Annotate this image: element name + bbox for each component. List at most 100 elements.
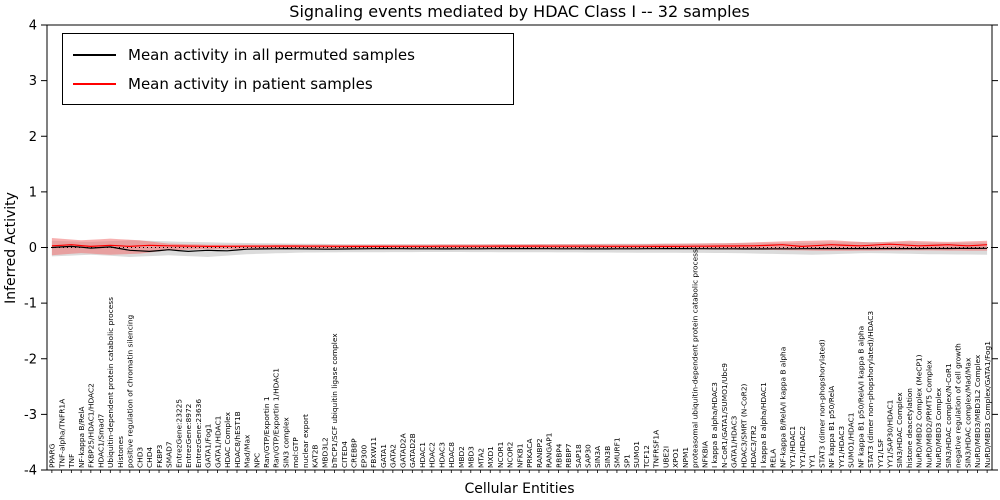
legend-label-permuted: Mean activity in all permuted samples bbox=[128, 45, 415, 64]
x-tick-label: FKBP25/HDAC1/HDAC2 bbox=[87, 383, 96, 468]
x-tick-label: GATA1/Fog1 bbox=[204, 423, 213, 468]
y-tick-label: -1 bbox=[24, 297, 37, 312]
patient-line-swatch bbox=[73, 82, 116, 85]
x-tick-label: EntrezGene:23225 bbox=[174, 399, 183, 468]
x-tick-label: nuclear export bbox=[301, 414, 310, 468]
x-tick-label: NuRD/MBD3 Complex bbox=[934, 387, 943, 468]
x-tick-label: HDAC3/SMRT (N-CoR2) bbox=[739, 383, 748, 468]
x-tick-label: SAP30 bbox=[583, 444, 592, 468]
x-tick-label: TNF-alpha/TNFR1A bbox=[57, 399, 66, 469]
x-tick-label: SIN3B bbox=[603, 446, 612, 468]
x-tick-label: FBXW11 bbox=[369, 437, 378, 468]
x-tick-label: SMAD7 bbox=[165, 441, 174, 468]
x-tick-label: HDAC Complex bbox=[223, 411, 232, 468]
y-tick-label: 3 bbox=[29, 74, 37, 89]
x-tick-label: SUMO1/HDAC1 bbox=[847, 412, 856, 468]
patient-mean-line bbox=[51, 243, 988, 248]
x-tick-label: GATAD2B bbox=[408, 433, 417, 468]
x-tick-label: RBBP7 bbox=[564, 443, 573, 468]
x-tick-label: mol:GTP bbox=[291, 437, 300, 468]
y-tick-label: 4 bbox=[29, 19, 37, 34]
x-tick-label: YY1/HDAC2 bbox=[798, 426, 807, 469]
x-tick-label: YY1 bbox=[808, 454, 817, 469]
x-tick-label: YY1/HDAC3 bbox=[837, 426, 846, 469]
x-tick-label: NFKBIA bbox=[700, 441, 709, 468]
x-tick-label: NCOR1 bbox=[496, 441, 505, 468]
legend-item-patient: Mean activity in patient samples bbox=[73, 69, 503, 98]
x-tick-label: HDAC1/Smad7 bbox=[96, 413, 105, 468]
x-tick-label: HDAC3/TR2 bbox=[749, 425, 758, 468]
x-tick-label: NuRD/MBD2 Complex (MeCP1) bbox=[915, 354, 924, 468]
x-tick-label: CHD3 bbox=[135, 447, 144, 468]
y-tick-label: -4 bbox=[24, 464, 37, 479]
x-tick-label: HDAC2 bbox=[428, 442, 437, 468]
x-tick-label: NuRD/MBD2/PRMT5 Complex bbox=[924, 360, 933, 468]
x-tick-label: YY1/SAP30/HDAC1 bbox=[886, 399, 895, 469]
x-tick-label: NF-kappa B/RelA/I kappa B alpha bbox=[778, 347, 787, 468]
x-tick-label: PPARG bbox=[48, 443, 57, 468]
x-tick-label: NF kappa B1 p50/RelA/I kappa B alpha bbox=[856, 326, 865, 468]
x-tick-label: NF kappa B1 p50/RelA bbox=[827, 386, 836, 468]
x-tick-label: proteasomal ubiquitin-dependent protein … bbox=[691, 249, 700, 468]
x-tick-label: SIN3A bbox=[593, 446, 602, 468]
x-tick-label: NPC bbox=[252, 453, 261, 468]
x-tick-label: EP300 bbox=[359, 444, 368, 468]
x-tick-label: MTA2 bbox=[476, 448, 485, 468]
x-tick-label: PRKACA bbox=[525, 439, 534, 468]
x-tick-label: EntrezGene:23636 bbox=[194, 399, 203, 468]
x-tick-label: positive regulation of chromatin silenci… bbox=[126, 314, 135, 468]
x-tick-label: RANGAP1 bbox=[545, 432, 554, 468]
x-tick-label: SAP18 bbox=[574, 444, 583, 468]
x-tick-label: HDAC8/hEST1B bbox=[233, 411, 242, 468]
y-tick-label: 2 bbox=[29, 130, 37, 145]
x-tick-label: NuRD/MBD3 Complex/GATA1/Fog1 bbox=[983, 341, 992, 468]
x-tick-label: TNFRSF1A bbox=[652, 430, 661, 469]
x-tick-label: SUMO1 bbox=[632, 441, 641, 468]
permuted-mean-line bbox=[51, 245, 988, 253]
y-tick-label: 1 bbox=[29, 185, 37, 200]
x-tick-label: STAT3 (dimer non-phopshorylated) bbox=[817, 339, 826, 468]
x-tick-label: SP1 bbox=[622, 454, 631, 468]
x-tick-label: GATAD2A bbox=[398, 433, 407, 468]
chart-title: Signaling events mediated by HDAC Class … bbox=[289, 2, 750, 21]
x-tick-label: RBBP4 bbox=[554, 443, 563, 468]
x-tick-label: TNF bbox=[67, 454, 76, 469]
x-tick-label: SMURF1 bbox=[613, 437, 622, 468]
x-tick-label: GATA2 bbox=[389, 444, 398, 468]
x-tick-label: HDAC8 bbox=[447, 442, 456, 468]
x-tick-label: TCF12 bbox=[642, 445, 651, 469]
x-tick-label: negative regulation of cell growth bbox=[954, 343, 963, 468]
x-tick-label: bTrCP1/SCF ubiquitin ligase complex bbox=[330, 333, 339, 468]
x-tick-label: GATA1/HDAC3 bbox=[730, 415, 739, 468]
x-tick-label: FKBP3 bbox=[155, 444, 164, 468]
x-tick-label: XPO1 bbox=[671, 448, 680, 468]
x-tick-label: SIN3/HDAC complex/Mad/Max bbox=[963, 357, 972, 468]
x-tick-label: NCOR2 bbox=[506, 442, 515, 468]
x-tick-label: MXD1 bbox=[486, 446, 495, 468]
y-tick-label: -3 bbox=[24, 408, 37, 423]
x-tick-label: Histones bbox=[116, 436, 125, 468]
x-tick-label: RELA bbox=[769, 449, 778, 468]
x-tick-label: NPM1 bbox=[681, 447, 690, 468]
y-tick-label: 0 bbox=[29, 241, 37, 256]
x-tick-label: RANBP2 bbox=[535, 438, 544, 468]
x-tick-label: MBD2 bbox=[457, 446, 466, 468]
x-tick-label: GATA1/HDAC1 bbox=[213, 415, 222, 468]
y-axis-label: Inferred Activity bbox=[3, 192, 19, 304]
permuted-line-swatch bbox=[73, 53, 116, 56]
x-tick-label: Mad/Max bbox=[243, 434, 252, 468]
x-tick-label: CITED4 bbox=[340, 441, 349, 468]
x-tick-label: NF-kappa B/RelA bbox=[77, 407, 86, 468]
x-tick-label: EntrezGene:8972 bbox=[184, 404, 193, 468]
x-tick-label: N-CoR1/GATA1/SUMO1/Ubc9 bbox=[720, 363, 729, 468]
x-tick-label: KAT2B bbox=[311, 445, 320, 469]
x-axis-label: Cellular Entities bbox=[464, 481, 575, 497]
y-tick-label: -2 bbox=[24, 352, 37, 367]
x-tick-label: STAT3 (dimer non-phopshorylated)/HDAC3 bbox=[866, 311, 875, 468]
legend-label-patient: Mean activity in patient samples bbox=[128, 74, 373, 93]
x-tick-label: HDAC1 bbox=[418, 442, 427, 468]
x-tick-label: histone deacetylation bbox=[905, 388, 914, 468]
x-tick-label: I kappa B alpha/HDAC1 bbox=[759, 382, 768, 468]
